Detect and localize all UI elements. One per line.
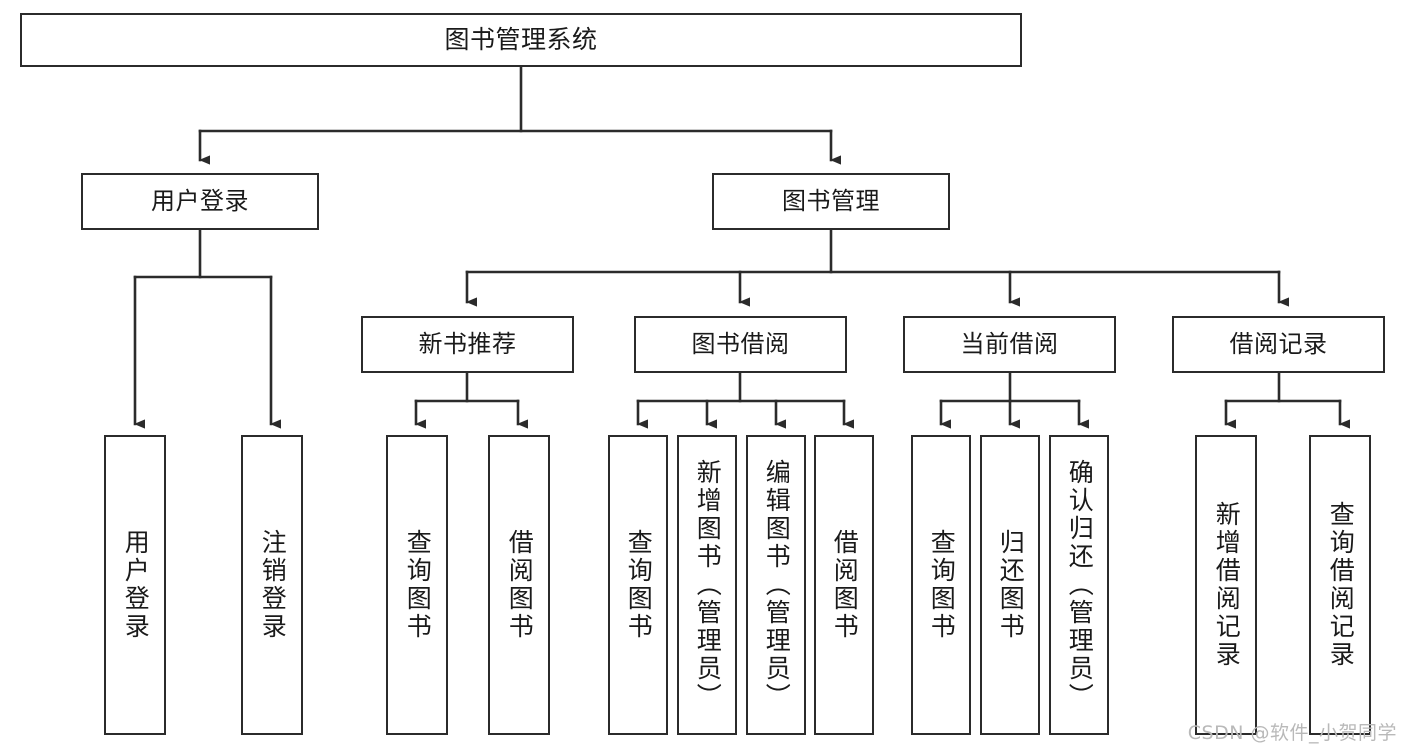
leaf-query-borrow-record[interactable]: 查询借阅记录 — [1309, 435, 1371, 735]
node-label: 新书推荐 — [418, 330, 517, 359]
node-label: 编辑图书（管理员） — [762, 459, 792, 711]
leaf-return-book[interactable]: 归还图书 — [980, 435, 1040, 735]
leaf-query-book-current[interactable]: 查询图书 — [911, 435, 971, 735]
node-label: 新增图书（管理员） — [693, 459, 723, 711]
node-book-management[interactable]: 图书管理 — [712, 173, 950, 230]
node-label: 查询图书 — [624, 529, 654, 641]
node-label: 查询借阅记录 — [1326, 501, 1356, 669]
node-label: 查询图书 — [927, 529, 957, 641]
node-label: 用户登录 — [121, 529, 151, 641]
node-user-login[interactable]: 用户登录 — [81, 173, 319, 230]
node-book-borrow[interactable]: 图书借阅 — [634, 316, 847, 373]
node-new-book-recommend[interactable]: 新书推荐 — [361, 316, 574, 373]
node-label: 注销登录 — [258, 529, 288, 641]
node-label: 查询图书 — [403, 529, 433, 641]
node-label: 当前借阅 — [960, 330, 1059, 359]
node-label: 确认归还（管理员） — [1065, 459, 1095, 711]
csdn-watermark: CSDN @软件_小贺同学 — [1187, 722, 1397, 744]
leaf-borrow-book-borrow[interactable]: 借阅图书 — [814, 435, 874, 735]
leaf-add-borrow-record[interactable]: 新增借阅记录 — [1195, 435, 1257, 735]
node-current-borrow[interactable]: 当前借阅 — [903, 316, 1116, 373]
leaf-user-login[interactable]: 用户登录 — [104, 435, 166, 735]
leaf-borrow-book-newbook[interactable]: 借阅图书 — [488, 435, 550, 735]
node-borrow-record[interactable]: 借阅记录 — [1172, 316, 1385, 373]
node-label: 新增借阅记录 — [1212, 501, 1242, 669]
leaf-query-book-newbook[interactable]: 查询图书 — [386, 435, 448, 735]
leaf-edit-book-admin[interactable]: 编辑图书（管理员） — [746, 435, 806, 735]
node-label: 图书借阅 — [691, 330, 790, 359]
node-label: 归还图书 — [996, 529, 1026, 641]
leaf-query-book-borrow[interactable]: 查询图书 — [608, 435, 668, 735]
leaf-add-book-admin[interactable]: 新增图书（管理员） — [677, 435, 737, 735]
node-label: 用户登录 — [151, 187, 249, 216]
node-root-book-management-system[interactable]: 图书管理系统 — [20, 13, 1022, 67]
node-label: 借阅图书 — [505, 529, 535, 641]
leaf-logout-login[interactable]: 注销登录 — [241, 435, 303, 735]
node-label: 图书管理系统 — [444, 25, 598, 55]
node-label: 借阅图书 — [830, 529, 860, 641]
node-label: 借阅记录 — [1229, 330, 1328, 359]
leaf-confirm-return-admin[interactable]: 确认归还（管理员） — [1049, 435, 1109, 735]
node-label: 图书管理 — [782, 187, 880, 216]
